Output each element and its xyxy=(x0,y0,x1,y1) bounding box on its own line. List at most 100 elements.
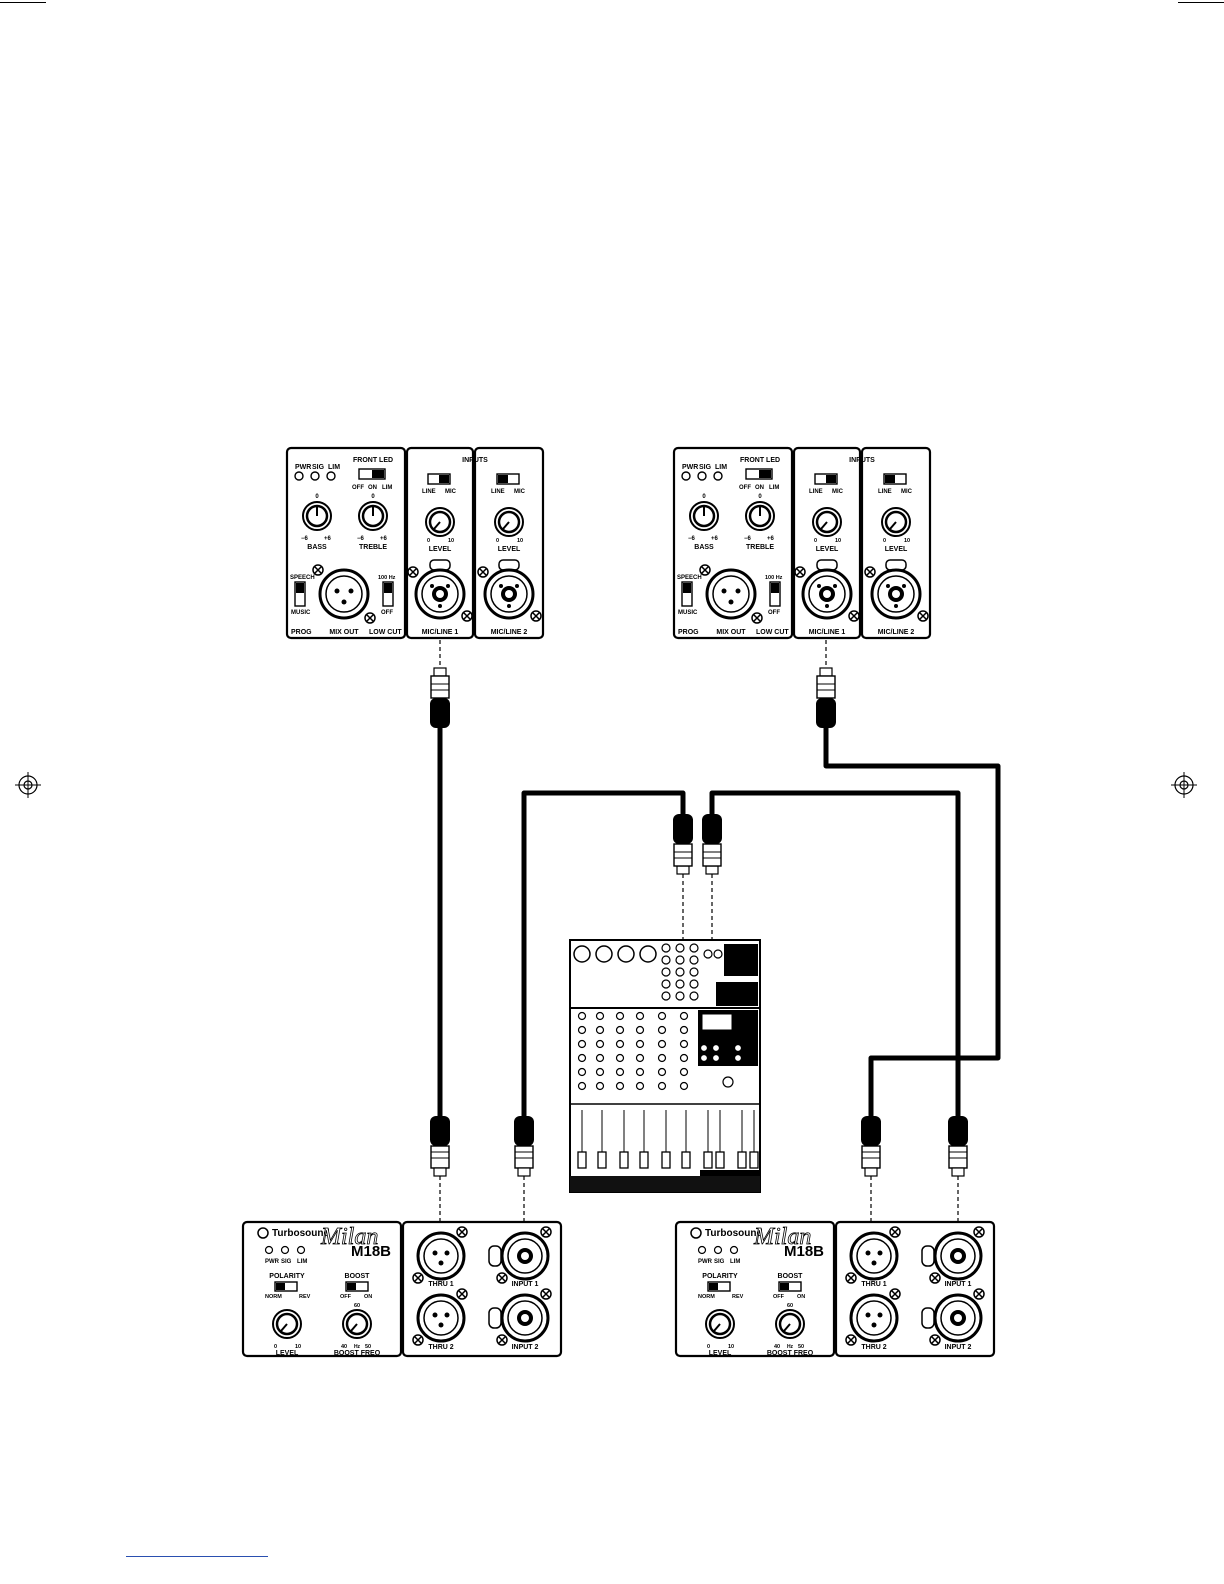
mixer-fader-cap xyxy=(715,1151,725,1169)
crop-mark-top-right xyxy=(1178,2,1224,3)
mixer-knob-icon xyxy=(595,1025,605,1035)
sub-series-logo: Milan xyxy=(320,1224,378,1250)
xlr-connector-icon xyxy=(701,813,723,875)
treble-min: −6 xyxy=(744,536,752,542)
sub-led-sig: SIG xyxy=(714,1259,725,1265)
xlr-connector-icon xyxy=(429,667,451,729)
mixer-jack-icon xyxy=(661,979,671,989)
treble-max: +6 xyxy=(767,536,775,542)
mixer-knob-icon xyxy=(657,1053,667,1063)
boost-freq-unit: Hz xyxy=(354,1344,361,1350)
boost-label: BOOST xyxy=(778,1273,804,1280)
mixer-knob-icon xyxy=(615,1067,625,1077)
prog-label: PROG xyxy=(678,629,699,636)
bass-center: 0 xyxy=(315,494,319,500)
mixer-xlr-input-icon xyxy=(617,945,635,963)
mixer-knob-icon xyxy=(657,1067,667,1077)
top-speaker-right-panel: PWR SIG LIM FRONT LED OFF ON LIM 0 −6 +6… xyxy=(672,446,932,640)
bass-max: +6 xyxy=(324,536,332,542)
sub-led-lim: LIM xyxy=(297,1259,307,1265)
prog-music: MUSIC xyxy=(291,610,311,616)
ch1-level-max: 10 xyxy=(835,538,841,544)
bass-min: −6 xyxy=(688,536,696,542)
mixer-knob-icon xyxy=(679,1067,689,1077)
mixer-knob-icon xyxy=(595,1081,605,1091)
xlr-connector-icon xyxy=(513,1115,535,1177)
treble-min: −6 xyxy=(357,536,365,542)
bass-label: BASS xyxy=(307,544,327,551)
sub-led-pwr: PWR xyxy=(265,1259,280,1265)
ch2-level-label: LEVEL xyxy=(498,546,521,553)
ch1-line: LINE xyxy=(422,489,436,495)
boost-freq-min: 40 xyxy=(341,1344,347,1350)
ch2-mic: MIC xyxy=(514,489,526,495)
mixer-jack-icon xyxy=(661,967,671,977)
boost-freq-max: 50 xyxy=(798,1344,804,1350)
ch1-level-min: 0 xyxy=(814,538,817,544)
mixer-knob-icon xyxy=(635,1081,645,1091)
mixer-knob-icon xyxy=(657,1039,667,1049)
mixer-knob-icon xyxy=(657,1011,667,1021)
ch1-mic: MIC xyxy=(445,489,457,495)
xlr-connector-icon xyxy=(860,1115,882,1177)
ch2-input-label: MIC/LINE 2 xyxy=(491,629,528,636)
cable-top-right-to-sub-right xyxy=(823,725,1001,1121)
treble-center: 0 xyxy=(758,494,762,500)
mixer-knob-icon xyxy=(577,1067,587,1077)
mixer-jack-icon xyxy=(661,955,671,965)
sub-level-min: 0 xyxy=(707,1344,710,1350)
front-led-off: OFF xyxy=(739,485,751,491)
ch2-level-max: 10 xyxy=(904,538,910,544)
mixer-knob-icon xyxy=(722,1076,734,1088)
thru-2-label: THRU 2 xyxy=(861,1344,886,1351)
registration-mark-icon xyxy=(1170,771,1198,799)
boost-freq-label: BOOST FREQ xyxy=(767,1350,814,1357)
mixer-knob-icon xyxy=(657,1081,667,1091)
mixer-knob-icon xyxy=(577,1053,587,1063)
polarity-norm: NORM xyxy=(265,1294,282,1300)
mixer-knob-icon xyxy=(577,1081,587,1091)
led-lim-label: LIM xyxy=(715,464,727,471)
sub-level-max: 10 xyxy=(295,1344,301,1350)
mixer-knob-icon xyxy=(635,1067,645,1077)
boost-on: ON xyxy=(797,1294,805,1300)
boost-off: OFF xyxy=(773,1294,785,1300)
mixer-knob-icon xyxy=(615,1081,625,1091)
prog-speech: SPEECH xyxy=(290,575,315,581)
mixer xyxy=(569,939,761,1193)
ch1-level-label: LEVEL xyxy=(429,546,452,553)
led-sig-label: SIG xyxy=(699,464,712,471)
input-1-label: INPUT 1 xyxy=(512,1281,539,1288)
front-led-off: OFF xyxy=(352,485,364,491)
sub-right-panel: Turbosound Milan M18B PWR SIG LIM POLARI… xyxy=(674,1220,996,1358)
ch1-input-label: MIC/LINE 1 xyxy=(422,629,459,636)
mixer-fader-cap xyxy=(661,1151,671,1169)
top-speaker-left-panel: PWR SIG LIM FRONT LED OFF ON LIM 0 −6 +6… xyxy=(285,446,545,640)
mixer-knob-icon xyxy=(635,1039,645,1049)
mixer-xlr-input-icon xyxy=(595,945,613,963)
mixer-knob-icon xyxy=(733,1053,743,1063)
boost-off: OFF xyxy=(340,1294,352,1300)
mix-out-label: MIX OUT xyxy=(329,629,359,636)
registration-mark-icon xyxy=(14,771,42,799)
xlr-connector-icon xyxy=(672,813,694,875)
mixer-fader-cap xyxy=(749,1151,759,1169)
mixer-jack-icon xyxy=(713,949,723,959)
mixer-knob-icon xyxy=(679,1025,689,1035)
mixer-knob-icon xyxy=(635,1053,645,1063)
treble-label: TREBLE xyxy=(746,544,774,551)
prog-music: MUSIC xyxy=(678,610,698,616)
ch1-level-label: LEVEL xyxy=(816,546,839,553)
mixer-fader-cap xyxy=(577,1151,587,1169)
mixer-fader-cap xyxy=(681,1151,691,1169)
sub-level-max: 10 xyxy=(728,1344,734,1350)
ch2-input-label: MIC/LINE 2 xyxy=(878,629,915,636)
low-cut-off: OFF xyxy=(768,610,780,616)
mixer-knob-icon xyxy=(679,1039,689,1049)
mixer-jack-icon xyxy=(675,943,685,953)
sub-led-pwr: PWR xyxy=(698,1259,713,1265)
sub-left-panel: Turbosound Milan M18B PWR SIG LIM POLARI… xyxy=(241,1220,563,1358)
mixer-knob-icon xyxy=(711,1053,721,1063)
mixer-knob-icon xyxy=(615,1025,625,1035)
led-sig-label: SIG xyxy=(312,464,325,471)
